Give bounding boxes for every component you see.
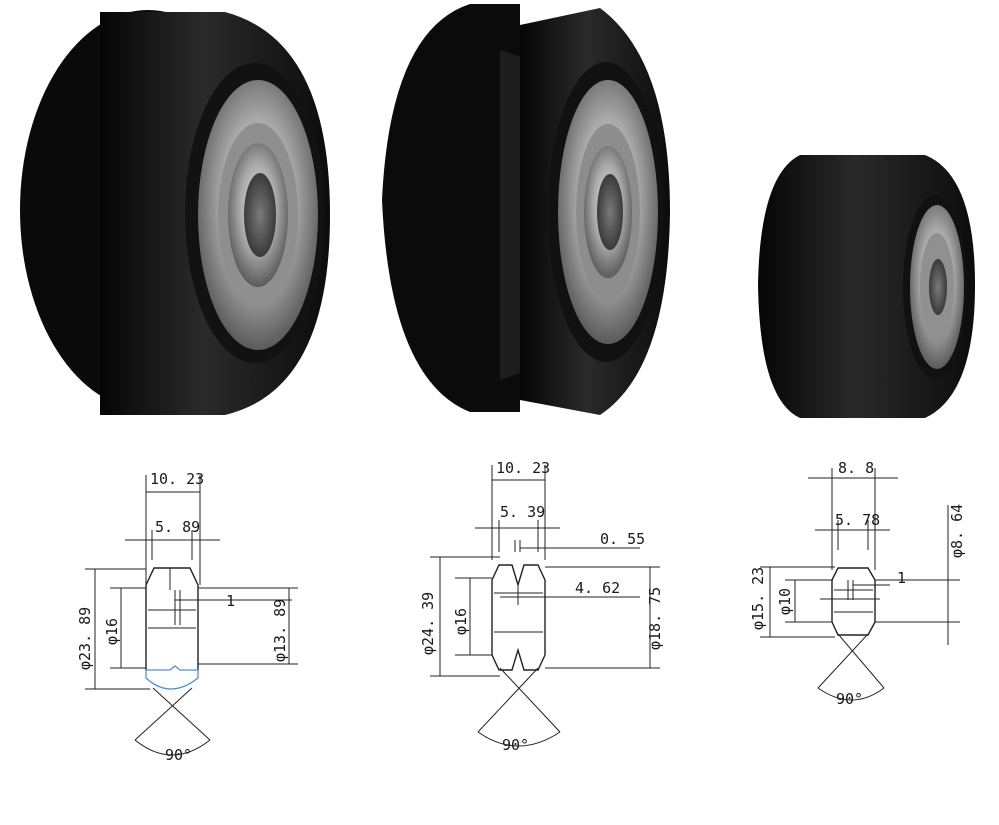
drawing-large-flat <box>85 475 298 756</box>
drawing-small <box>760 468 960 701</box>
dim-3-overall-width: 8. 8 <box>838 459 874 477</box>
dim-3-bore-diameter: φ10 <box>776 588 794 615</box>
dim-1-inner-width: 5. 89 <box>155 518 200 536</box>
dim-1-angle: 90° <box>165 746 192 764</box>
dim-3-height: φ8. 64 <box>948 504 966 558</box>
wheel-photo-vgroove <box>382 4 670 415</box>
dim-1-outer-diameter: φ23. 89 <box>76 607 94 670</box>
dim-1-bore-diameter: φ16 <box>103 618 121 645</box>
drawing-v-groove <box>430 465 660 747</box>
dim-2-outer-diameter: φ24. 39 <box>419 592 437 655</box>
dim-1-inner-diameter: φ13. 89 <box>271 599 289 662</box>
dim-3-outer-diameter: φ15. 23 <box>749 567 767 630</box>
dim-1-step: 1 <box>226 592 235 610</box>
wheel-photo-small <box>758 155 975 418</box>
dim-1-overall-width: 10. 23 <box>150 470 204 488</box>
dim-2-overall-width: 10. 23 <box>496 459 550 477</box>
bore-vgroove <box>597 174 623 250</box>
bore-small <box>929 259 947 315</box>
dim-2-inner-diameter: φ18. 75 <box>646 587 664 650</box>
dim-2-bore-diameter: φ16 <box>452 608 470 635</box>
dim-2-angle: 90° <box>502 736 529 754</box>
dim-3-step: 1 <box>897 569 906 587</box>
dim-2-inner-width: 5. 39 <box>500 503 545 521</box>
dim-2-groove-gap: 0. 55 <box>600 530 645 548</box>
wheel-photo-large <box>20 10 330 415</box>
dim-3-inner-width: 5. 78 <box>835 511 880 529</box>
bore-large <box>244 173 276 257</box>
dim-3-angle: 90° <box>836 690 863 708</box>
dim-2-groove-depth: 4. 62 <box>575 579 620 597</box>
